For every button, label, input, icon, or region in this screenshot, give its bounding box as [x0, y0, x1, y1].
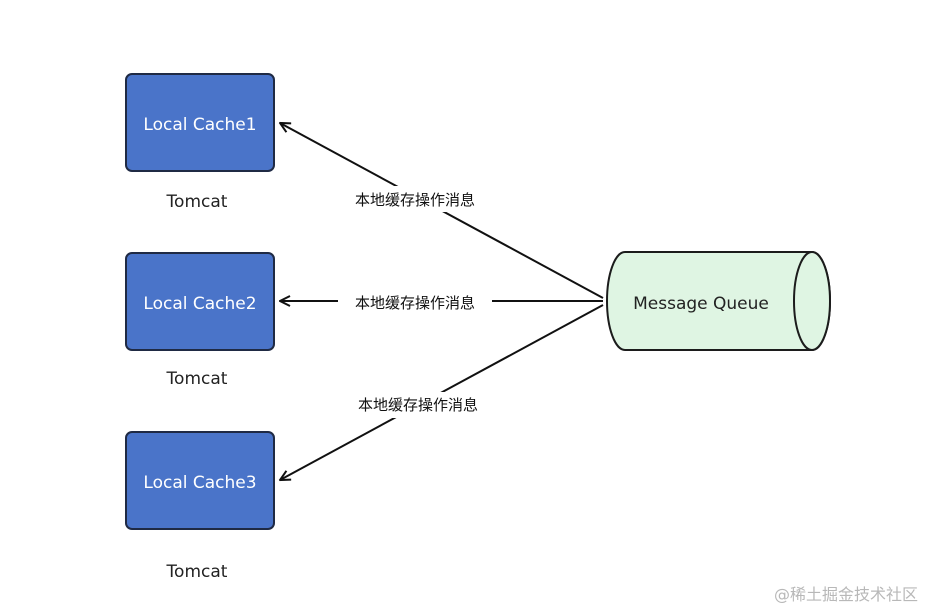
watermark: @稀土掘金技术社区: [774, 585, 918, 604]
cache-node-1: Local Cache1 Tomcat: [125, 73, 275, 212]
queue-end-cap: [793, 251, 831, 351]
tomcat-caption-3: Tomcat: [166, 562, 228, 582]
cache-node-3: Local Cache3 Tomcat: [125, 431, 275, 582]
edge-label-1: 本地缓存操作消息: [355, 191, 475, 209]
edge-label-2: 本地缓存操作消息: [355, 294, 475, 312]
cache-label-3: Local Cache3: [143, 473, 256, 493]
cache-node-2: Local Cache2 Tomcat: [125, 252, 275, 389]
cache-label-2: Local Cache2: [143, 294, 256, 314]
edge-label-bg-1: [340, 186, 490, 212]
tomcat-caption-1: Tomcat: [166, 192, 228, 212]
message-queue: Message Queue: [606, 251, 831, 351]
cache-label-1: Local Cache1: [143, 115, 256, 135]
cache-box-2: [125, 252, 275, 351]
edge-label-3: 本地缓存操作消息: [358, 396, 478, 414]
cache-box-3: [125, 431, 275, 530]
edge-label-bg-2: [338, 289, 492, 315]
cache-box-1: [125, 73, 275, 172]
edge-label-bg-3: [342, 392, 492, 418]
edges: 本地缓存操作消息 本地缓存操作消息 本地缓存操作消息: [280, 123, 604, 480]
queue-label: Message Queue: [633, 294, 769, 314]
tomcat-caption-2: Tomcat: [166, 369, 228, 389]
